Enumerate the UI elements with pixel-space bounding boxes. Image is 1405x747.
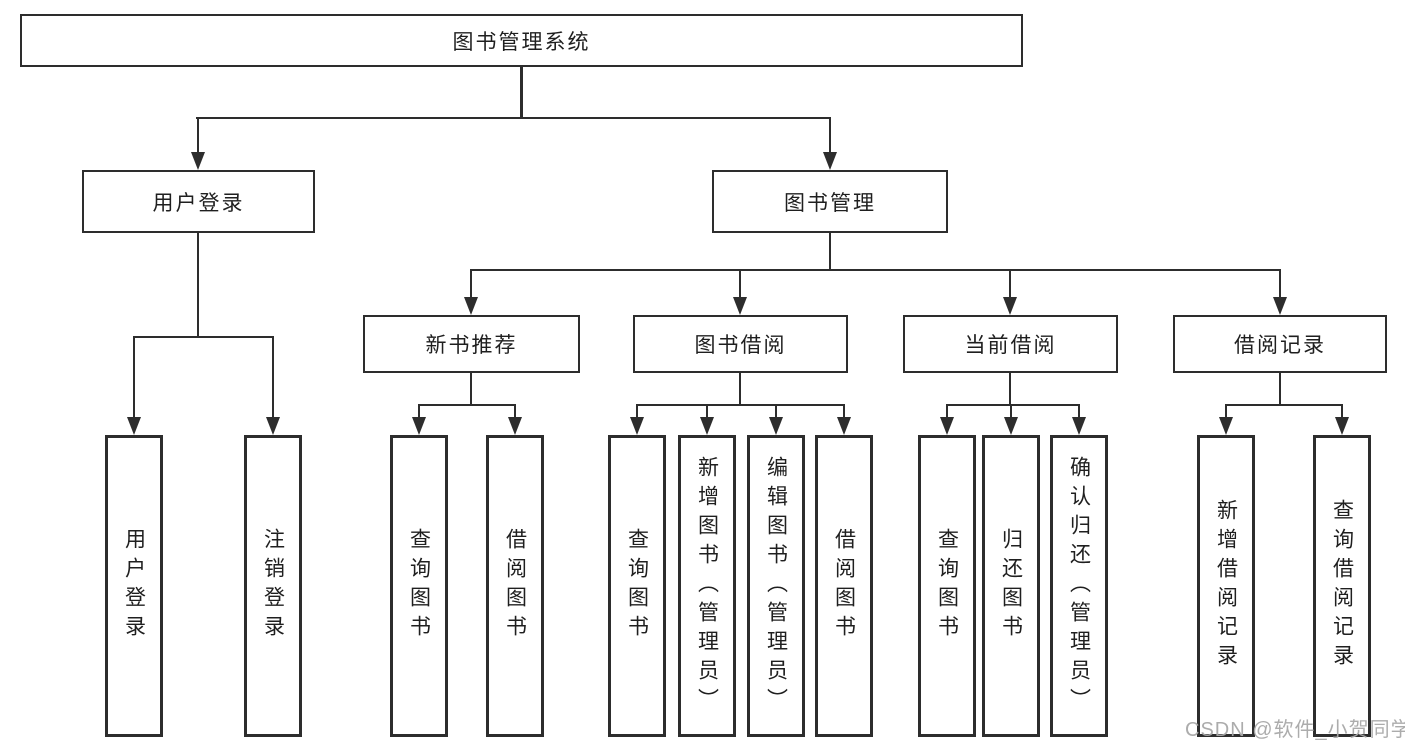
node-label: 图书管理系统 [452,30,591,54]
connector-line [1008,372,1012,405]
arrow-down-icon [837,417,851,435]
connector-line [132,335,274,338]
leaf-return-books: 归还图书 [982,435,1040,737]
arrow-down-icon [940,417,954,435]
watermark-text: CSDN @软件_小贺同学 [1185,719,1405,741]
leaf-confirm-return-admin: 确认归还（管理员） [1050,435,1108,737]
arrow-down-icon [412,417,426,435]
node-label: 查询图书 [625,528,649,644]
connector-line [271,337,275,417]
arrow-down-icon [1072,417,1086,435]
connector-line [469,268,1281,271]
arrow-down-icon [769,417,783,435]
node-label: 图书借阅 [694,334,787,357]
node-label: 编辑图书（管理员） [764,455,788,717]
node-label: 当前借阅 [964,334,1057,357]
node-label: 图书管理 [784,191,876,215]
connector-line [1077,404,1081,418]
node-label: 借阅记录 [1234,334,1326,357]
connector-line [738,270,742,298]
connector-line [635,403,845,406]
node-library-system: 图书管理系统 [20,14,1023,67]
connector-line [635,404,639,418]
node-label: 用户登录 [122,528,146,644]
node-borrow-records: 借阅记录 [1173,315,1387,373]
arrow-down-icon [630,417,644,435]
arrow-down-icon [700,417,714,435]
arrow-down-icon [1335,417,1349,435]
connector-line [1278,372,1282,405]
connector-line [1224,404,1228,418]
arrow-down-icon [127,417,141,435]
node-label: 新增借阅记录 [1214,499,1238,673]
arrow-down-icon [1004,417,1018,435]
node-book-borrow: 图书借阅 [633,315,848,373]
leaf-borrow-books-newbooks: 借阅图书 [486,435,544,737]
leaf-query-books-current: 查询图书 [918,435,976,737]
node-label: 确认归还（管理员） [1067,455,1091,717]
node-label: 新增图书（管理员） [695,455,719,717]
connector-line [1278,270,1282,298]
node-current-borrow: 当前借阅 [903,315,1118,373]
node-user-login: 用户登录 [82,170,315,233]
connector-line [196,116,831,119]
arrow-down-icon [1273,297,1287,315]
leaf-user-login: 用户登录 [105,435,163,737]
leaf-query-borrow-record: 查询借阅记录 [1313,435,1371,737]
leaf-query-books-borrow: 查询图书 [608,435,666,737]
leaf-borrow-books: 借阅图书 [815,435,873,737]
connector-line [417,403,516,406]
connector-line [1224,403,1343,406]
connector-line [196,118,200,153]
node-label: 借阅图书 [832,528,856,644]
connector-line [417,404,421,418]
arrow-down-icon [266,417,280,435]
node-label: 查询图书 [935,528,959,644]
connector-line [945,403,1080,406]
leaf-query-books-newbooks: 查询图书 [390,435,448,737]
node-new-book-recommend: 新书推荐 [363,315,580,373]
arrow-down-icon [508,417,522,435]
arrow-down-icon [1003,297,1017,315]
node-label: 新书推荐 [425,334,518,357]
connector-line [738,372,742,405]
connector-line [842,404,846,418]
connector-line [774,404,778,418]
arrow-down-icon [823,152,837,170]
connector-line [469,372,473,405]
leaf-edit-books-admin: 编辑图书（管理员） [747,435,805,737]
node-label: 用户登录 [152,191,245,215]
node-book-management: 图书管理 [712,170,948,233]
connector-line [132,337,136,417]
connector-line [1009,404,1013,418]
leaf-add-borrow-record: 新增借阅记录 [1197,435,1255,737]
connector-line [520,67,523,118]
connector-line [1340,404,1344,418]
arrow-down-icon [464,297,478,315]
node-label: 注销登录 [261,528,285,644]
node-label: 查询图书 [407,528,431,644]
connector-line [196,233,200,337]
connector-line [828,233,832,271]
connector-line [945,404,949,418]
leaf-logout: 注销登录 [244,435,302,737]
node-label: 归还图书 [999,528,1023,644]
arrow-down-icon [1219,417,1233,435]
connector-line [705,404,709,418]
connector-line [469,270,473,298]
arrow-down-icon [191,152,205,170]
node-label: 查询借阅记录 [1330,499,1354,673]
connector-line [1008,270,1012,298]
connector-line [828,118,832,153]
node-label: 借阅图书 [503,528,527,644]
arrow-down-icon [733,297,747,315]
connector-line [513,404,517,418]
leaf-add-books-admin: 新增图书（管理员） [678,435,736,737]
